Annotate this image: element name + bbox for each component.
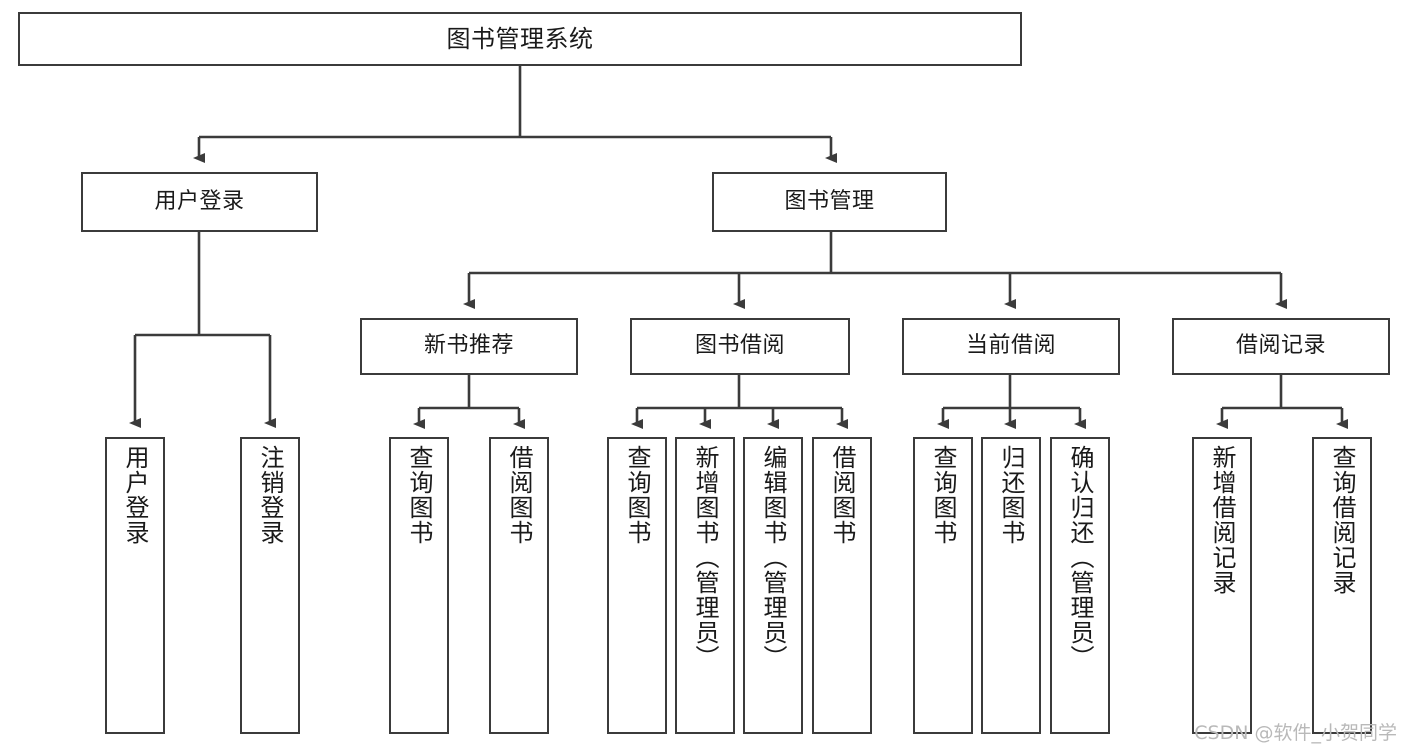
- node-root-book-management-system[interactable]: 图书管理系统: [18, 12, 1022, 66]
- node-label: 归还图书: [997, 445, 1025, 545]
- leaf-borrow-record-add-record[interactable]: 新增借阅记录: [1192, 437, 1252, 734]
- node-label: 查询图书: [623, 445, 651, 545]
- leaf-book-borrow-edit-book-admin[interactable]: 编辑图书（管理员）: [743, 437, 803, 734]
- node-label: 图书借阅: [694, 333, 785, 359]
- leaf-borrow-record-query-record[interactable]: 查询借阅记录: [1312, 437, 1372, 734]
- node-label: 借阅图书: [505, 445, 533, 545]
- leaf-current-borrow-return-book[interactable]: 归还图书: [981, 437, 1041, 734]
- node-label: 借阅图书: [828, 445, 856, 545]
- node-label: 当前借阅: [965, 333, 1056, 359]
- node-label: 查询图书: [929, 445, 957, 545]
- node-label: 新书推荐: [423, 333, 514, 359]
- node-label: 用户登录: [121, 445, 149, 545]
- node-label: 编辑图书（管理员）: [759, 445, 787, 670]
- node-new-book-recommend[interactable]: 新书推荐: [360, 318, 578, 375]
- leaf-book-borrow-borrow-book[interactable]: 借阅图书: [812, 437, 872, 734]
- node-label: 借阅记录: [1235, 333, 1326, 359]
- node-label: 查询图书: [405, 445, 433, 545]
- node-book-borrow[interactable]: 图书借阅: [630, 318, 850, 375]
- node-label: 用户登录: [154, 188, 245, 214]
- node-label: 新增借阅记录: [1208, 445, 1236, 595]
- node-current-borrow[interactable]: 当前借阅: [902, 318, 1120, 375]
- node-book-management[interactable]: 图书管理: [712, 172, 947, 232]
- node-label: 查询借阅记录: [1328, 445, 1356, 595]
- leaf-book-borrow-query-book[interactable]: 查询图书: [607, 437, 667, 734]
- leaf-book-borrow-add-book-admin[interactable]: 新增图书（管理员）: [675, 437, 735, 734]
- csdn-watermark: CSDN @软件_小贺同学: [1194, 722, 1397, 744]
- node-label: 图书管理: [784, 188, 875, 214]
- node-label: 新增图书（管理员）: [691, 445, 719, 670]
- leaf-new-book-borrow-book[interactable]: 借阅图书: [489, 437, 549, 734]
- leaf-current-borrow-confirm-return-admin[interactable]: 确认归还（管理员）: [1050, 437, 1110, 734]
- node-borrow-record[interactable]: 借阅记录: [1172, 318, 1390, 375]
- node-label: 确认归还（管理员）: [1066, 445, 1094, 670]
- leaf-current-borrow-query-book[interactable]: 查询图书: [913, 437, 973, 734]
- leaf-user-login-login[interactable]: 用户登录: [105, 437, 165, 734]
- node-label: 注销登录: [256, 445, 284, 545]
- leaf-user-login-logout[interactable]: 注销登录: [240, 437, 300, 734]
- node-user-login[interactable]: 用户登录: [81, 172, 318, 232]
- leaf-new-book-query-book[interactable]: 查询图书: [389, 437, 449, 734]
- node-label: 图书管理系统: [446, 24, 594, 53]
